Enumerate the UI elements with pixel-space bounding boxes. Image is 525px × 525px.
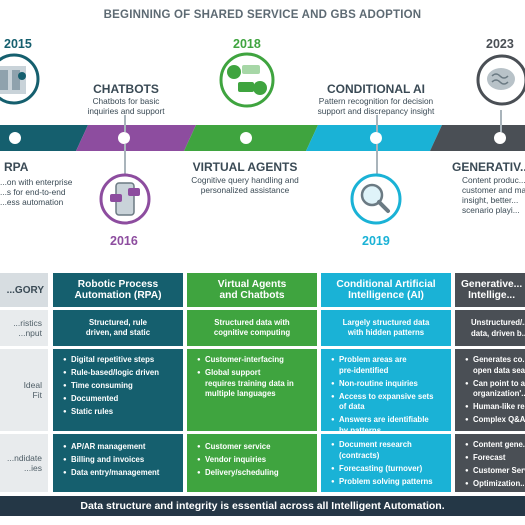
server-gear-icon	[0, 53, 40, 105]
row-label-ideal-fit: Ideal Fit	[0, 349, 48, 431]
list-item: Documented	[63, 394, 175, 405]
list-item: Customer Serv...	[465, 466, 525, 477]
list-item: Generates co... open data sea...	[465, 355, 525, 376]
stem-chatbots	[124, 115, 126, 132]
cell-ai-characteristics: Largely structured data with hidden patt…	[321, 310, 451, 346]
timeline-segment-chatbots	[76, 125, 196, 151]
timeline-segment-generative	[430, 125, 525, 151]
timeline-dot-2018	[240, 132, 252, 144]
row-label-characteristics: ...ristics ...nput	[0, 310, 48, 346]
milestone-chatbots-title: CHATBOTS	[93, 82, 159, 96]
list-item: Static rules	[63, 407, 175, 418]
list-item: Content gene...	[465, 440, 525, 451]
list-item: Delivery/scheduling	[197, 468, 309, 479]
milestone-virtual-agents-desc: Cognitive query handling and personalize…	[191, 175, 299, 195]
cell-va-candidates: Customer service Vendor inquiries Delive…	[187, 434, 317, 492]
list-item: Customer service	[197, 442, 309, 453]
list-item: Customer-interfacing	[197, 355, 309, 366]
cell-va-characteristics: Structured data with cognitive computing	[187, 310, 317, 346]
cell-rpa-candidates: AP/AR management Billing and invoices Da…	[53, 434, 183, 492]
list-item: AP/AR management	[63, 442, 175, 453]
list-item: Problem solving patterns	[331, 477, 443, 488]
list-item: Forecast	[465, 453, 525, 464]
milestone-virtual-agents-title: VIRTUAL AGENTS	[192, 160, 298, 174]
list-item: Can point to a... organization'...	[465, 379, 525, 400]
list-item: Answers are identifiable by patterns	[331, 415, 443, 436]
cell-gen-characteristics: Unstructured/... data, driven b...	[455, 310, 525, 346]
milestone-chatbots-desc: Chatbots for basic inquiries and support	[87, 96, 165, 116]
stem-2019	[376, 144, 378, 174]
milestone-conditional-ai-desc: Pattern recognition for decision support…	[317, 96, 435, 116]
list-item: Data entry/management	[63, 468, 175, 479]
year-2018: 2018	[233, 37, 261, 51]
magnifier-icon	[350, 173, 402, 225]
cell-va-ideal-fit: Customer-interfacing Global support requ…	[187, 349, 317, 431]
cell-rpa-ideal-fit: Digital repetitive steps Rule-based/logi…	[53, 349, 183, 431]
list-item: Non-routine inquiries	[331, 379, 443, 390]
cell-rpa-characteristics: Structured, rule driven, and static	[53, 310, 183, 346]
list-item: Digital repetitive steps	[63, 355, 175, 366]
footer-banner: Data structure and integrity is essentia…	[0, 496, 525, 516]
stem-2023	[500, 110, 502, 132]
col-header-generative: Generative... Intellige...	[455, 273, 525, 307]
list-item: Access to expansive sets of data	[331, 392, 443, 413]
milestone-conditional-ai-title: CONDITIONAL AI	[327, 82, 425, 96]
list-item: Human-like re...	[465, 402, 525, 413]
year-2015: 2015	[4, 37, 32, 51]
cell-ai-candidates: Document research (contracts) Forecastin…	[321, 434, 451, 492]
list-item: Problem areas are pre-identified	[331, 355, 443, 376]
milestone-rpa-title: RPA	[4, 160, 29, 174]
category-header: ...GORY	[0, 273, 48, 307]
row-label-candidates: ...ndidate ...ies	[0, 434, 48, 492]
cell-gen-candidates: Content gene... Forecast Customer Serv..…	[455, 434, 525, 492]
list-item: Time consuming	[63, 381, 175, 392]
timeline-dot-2015	[9, 132, 21, 144]
cell-ai-ideal-fit: Problem areas are pre-identified Non-rou…	[321, 349, 451, 435]
milestone-generative-desc: Content produc... customer and ma... ins…	[462, 175, 525, 215]
milestone-rpa-desc: ...on with enterprise ...s for end-to-en…	[0, 177, 73, 207]
stem-conditional	[376, 115, 378, 132]
list-item: Billing and invoices	[63, 455, 175, 466]
list-item: Optimization...	[465, 479, 525, 490]
smartphone-chat-icon	[99, 173, 151, 225]
timeline-dot-2016	[118, 132, 130, 144]
list-item: Complex Q&A...	[465, 415, 525, 426]
col-header-conditional-ai: Conditional Artificial Intelligence (AI)	[321, 273, 451, 307]
list-item: Global support requires training data in…	[197, 368, 309, 400]
stem-2016	[124, 144, 126, 174]
agent-chat-icon	[219, 52, 275, 108]
cell-gen-ideal-fit: Generates co... open data sea... Can poi…	[455, 349, 525, 431]
brain-icon	[476, 54, 525, 106]
page-title: BEGINNING OF SHARED SERVICE AND GBS ADOP…	[103, 9, 422, 21]
col-header-rpa: Robotic Process Automation (RPA)	[53, 273, 183, 307]
milestone-generative-title: GENERATIV...	[452, 160, 525, 174]
year-2016: 2016	[110, 234, 138, 248]
col-header-virtual-agents: Virtual Agents and Chatbots	[187, 273, 317, 307]
year-2019: 2019	[362, 234, 390, 248]
timeline-segment-rpa	[0, 125, 88, 151]
list-item: Vendor inquiries	[197, 455, 309, 466]
timeline-dot-2023	[494, 132, 506, 144]
list-item: Forecasting (turnover)	[331, 464, 443, 475]
list-item: Document research (contracts)	[331, 440, 443, 461]
year-2023: 2023	[486, 37, 514, 51]
timeline-band	[0, 125, 525, 151]
timeline-dot-2019	[370, 132, 382, 144]
list-item: Rule-based/logic driven	[63, 368, 175, 379]
